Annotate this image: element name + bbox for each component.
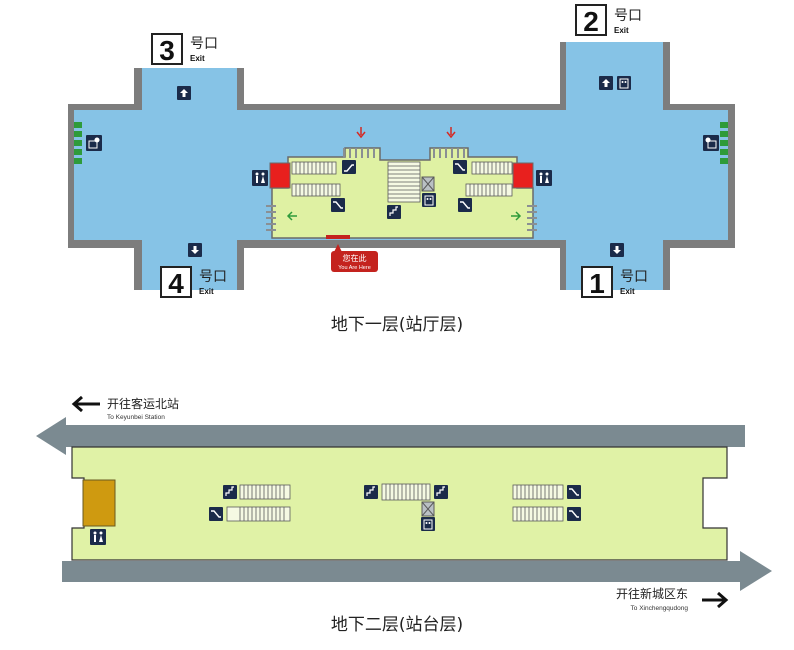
elevator-shaft-b2 [421,501,435,517]
icons-b1 [86,76,719,257]
exit-2-en: Exit [614,26,629,35]
exit-3-label: 3 号口 Exit [151,33,218,66]
stair-hatches [266,148,537,231]
track-westbound [36,417,745,455]
exit-4-number: 4 [168,268,184,299]
stairs-icon [364,485,378,499]
escalator-icon [567,507,581,521]
control-room-right [512,162,534,189]
red-down-arrow-left [356,127,366,139]
escalator-icon [209,507,223,521]
stairs-icon [434,485,448,499]
green-left-arrow [286,211,297,221]
direction-west-en: To Keyunbei Station [107,414,165,421]
direction-east-en: To Xinchengqudong [631,605,689,612]
exit-up-arrow-icon [177,86,191,100]
equipment-room [82,479,116,527]
stairs-b1-center [387,161,421,203]
escalator-b2-right [512,484,564,522]
exit-1-label: 1 号口 Exit [581,266,648,299]
green-right-arrow [511,211,522,221]
escalator-b1-left [291,161,341,197]
exit-2-cn: 号口 [614,8,642,24]
flow-arrows [286,127,522,221]
ticket-machine-icon [703,135,719,151]
exit-3-cn: 号口 [190,36,218,52]
exit-2-number: 2 [583,6,599,37]
direction-east-cn: 开往新城区东 [616,586,688,601]
escalator-icon [331,198,345,212]
toilet-icon [252,170,268,186]
escalator-icon [458,198,472,212]
exit-up-arrow-icon [599,76,613,90]
ticket-gates-left [74,122,82,164]
ticket-gates-right [720,122,728,164]
exit-3-number: 3 [159,35,175,66]
red-down-arrow-right [446,127,456,139]
floor-b1-title: 地下一层(站厅层) [331,315,463,335]
escalator-b1-right [465,161,513,197]
direction-west-cn: 开往客运北站 [107,396,179,411]
ticket-machine-icon [86,135,102,151]
control-room-left [269,162,291,189]
you-are-here-en: You Are Here [338,265,371,271]
exit-1-en: Exit [620,287,635,296]
icons-b2 [90,485,581,545]
track-eastbound [62,551,772,591]
direction-east: 开往新城区东 To Xinchengqudong [616,586,729,612]
platform-floor [71,446,728,561]
elevator-icon [421,517,435,531]
exit-4-cn: 号口 [199,269,227,285]
you-are-here-marker [326,235,350,239]
concourse-level: 3 号口 Exit 2 号口 Exit 4 号口 Exit 1 号口 Exit … [68,4,735,335]
stairs-icon [387,205,401,219]
escalator-icon [567,485,581,499]
platform-level: 开往客运北站 To Keyunbei Station [36,395,772,635]
exit-down-arrow-icon [188,243,202,257]
escalator-b2-left [226,484,291,522]
toilet-icon [536,170,552,186]
elevator-icon [617,76,631,90]
exit-1-number: 1 [589,268,605,299]
exit-4-label: 4 号口 Exit [160,266,227,299]
exit-down-arrow-icon [610,243,624,257]
escalator-icon [342,160,356,174]
elevator-icon [422,193,436,207]
you-are-here-cn: 您在此 [343,253,367,263]
toilet-icon [90,529,106,545]
you-are-here-pin: 您在此 You Are Here [331,244,378,272]
direction-west: 开往客运北站 To Keyunbei Station [71,395,179,421]
exit-2-label: 2 号口 Exit [575,4,642,37]
stairs-b2-center [381,483,431,501]
exit-1-cn: 号口 [620,269,648,285]
exit-4-en: Exit [199,287,214,296]
elevator-shaft-b1 [421,176,435,192]
escalator-icon [453,160,467,174]
floor-b2-title: 地下二层(站台层) [331,615,463,635]
stairs-icon [223,485,237,499]
exit-3-en: Exit [190,54,205,63]
